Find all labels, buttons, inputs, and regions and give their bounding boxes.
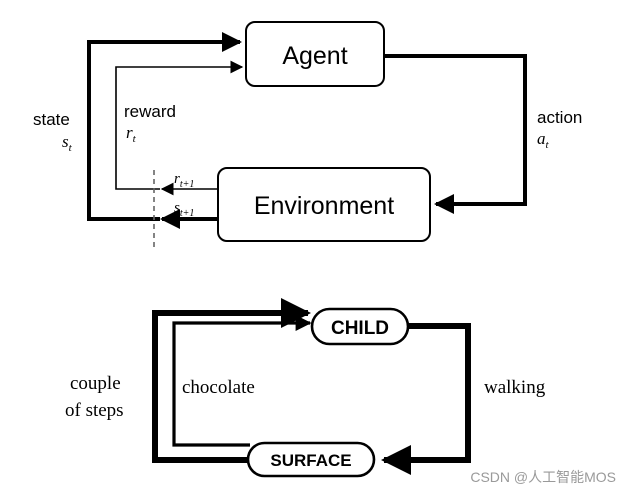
action-label: action — [537, 108, 582, 127]
action-symbol: at — [537, 129, 550, 151]
surface-label: SURFACE — [270, 451, 351, 470]
action-arrow — [384, 54, 527, 214]
child-label: CHILD — [331, 318, 389, 339]
environment-label: Environment — [254, 192, 394, 220]
couple-label-line2: of steps — [65, 400, 124, 421]
state-label: state — [33, 110, 70, 129]
couple-label-line1: couple — [70, 373, 121, 394]
reward-label: reward — [124, 102, 176, 121]
reward-arrow — [115, 60, 244, 190]
couple-of-steps-arrow — [152, 298, 311, 463]
agent-label: Agent — [282, 42, 347, 70]
state-symbol: st — [62, 132, 73, 154]
surface-box — [246, 441, 376, 478]
state-arrow — [87, 32, 242, 221]
environment-box — [217, 167, 431, 242]
reward-symbol: rt — [126, 123, 137, 145]
next-reward-symbol: rt+1 — [174, 171, 194, 190]
next-state-symbol: st+1 — [174, 200, 194, 219]
csdn-watermark: CSDN @人工智能MOS — [470, 469, 616, 485]
walking-arrow — [381, 323, 471, 475]
walking-label: walking — [484, 377, 546, 398]
chocolate-label: chocolate — [182, 377, 255, 398]
chocolate-arrow — [172, 315, 312, 447]
child-box — [310, 307, 410, 346]
